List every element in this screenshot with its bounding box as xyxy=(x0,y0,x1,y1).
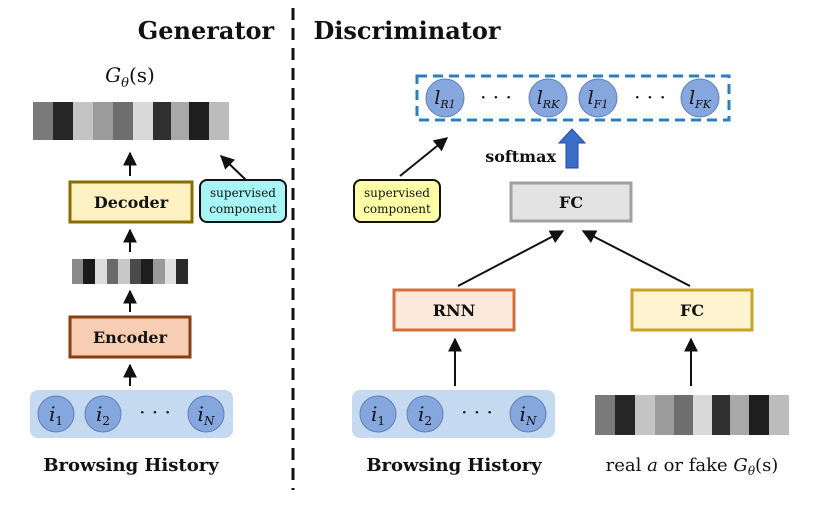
generator-supervised-line2: component xyxy=(209,202,277,216)
latent-code-bar xyxy=(72,259,188,284)
discriminator-history-panel xyxy=(352,390,555,438)
generator-supervised-box xyxy=(199,179,287,223)
encoder-label: Encoder xyxy=(93,328,168,347)
rnn-box xyxy=(392,288,516,332)
generator-history-panel xyxy=(30,390,233,438)
discriminator-supervised-line1: supervised xyxy=(364,186,430,200)
svg-text:i1: i1 xyxy=(49,402,63,428)
svg-text:iN: iN xyxy=(198,402,215,428)
generator-item-2: i2 xyxy=(84,395,122,433)
logits-dashed-box xyxy=(415,74,731,122)
generator-supervised-line1: supervised xyxy=(210,186,276,200)
real-or-fake-caption: real a or fake Gθ(s) xyxy=(606,455,779,478)
svg-text:lF1: lF1 xyxy=(588,87,609,111)
discriminator-item-2: i2 xyxy=(406,395,444,433)
encoder-box xyxy=(68,315,192,359)
decoder-label: Decoder xyxy=(94,193,169,212)
softmax-arrow xyxy=(557,128,587,169)
rnn-label: RNN xyxy=(433,301,476,320)
discriminator-items-ellipsis: · · · xyxy=(461,400,493,424)
logit-fk: lFK xyxy=(680,78,720,118)
generator-items-ellipsis: · · · xyxy=(139,400,171,424)
logit-r1: lR1 xyxy=(425,78,465,118)
discriminator-item-n: iN xyxy=(509,395,547,433)
generator-item-n: iN xyxy=(187,395,225,433)
discriminator-title: Discriminator xyxy=(313,16,500,45)
svg-text:iN: iN xyxy=(520,402,537,428)
svg-text:i2: i2 xyxy=(96,402,110,428)
arrow-fcright-to-fc xyxy=(581,230,691,287)
logit-f1: lF1 xyxy=(578,78,618,118)
svg-text:lR1: lR1 xyxy=(434,87,455,111)
fc-top-box xyxy=(509,181,633,223)
fc-right-label: FC xyxy=(680,301,704,320)
generator-output-bar xyxy=(33,102,229,140)
generator-output-label: Gθ(s) xyxy=(105,63,155,91)
logits-ellipsis-2: · · · xyxy=(634,85,666,109)
decoder-box xyxy=(68,180,194,224)
real-or-fake-sample-bar xyxy=(595,395,789,435)
generator-item-1: i1 xyxy=(37,395,75,433)
arrow-supervised-to-output xyxy=(219,155,247,181)
discriminator-supervised-line2: component xyxy=(363,202,431,216)
fc-top-label: FC xyxy=(559,193,583,212)
discriminator-caption: Browsing History xyxy=(366,455,542,476)
svg-text:i1: i1 xyxy=(371,402,385,428)
logit-rk: lRK xyxy=(528,78,568,118)
svg-text:lFK: lFK xyxy=(689,87,712,111)
arrow-supervised-to-logits xyxy=(399,137,449,177)
svg-text:lRK: lRK xyxy=(537,87,560,111)
svg-text:i2: i2 xyxy=(418,402,432,428)
softmax-label: softmax xyxy=(485,147,556,166)
discriminator-item-1: i1 xyxy=(359,395,397,433)
logits-ellipsis-1: · · · xyxy=(480,85,512,109)
discriminator-supervised-box xyxy=(353,179,441,223)
arrow-rnn-to-fc xyxy=(457,230,565,287)
fc-right-box xyxy=(630,288,754,332)
generator-title: Generator xyxy=(138,16,275,45)
generator-caption: Browsing History xyxy=(43,455,219,476)
